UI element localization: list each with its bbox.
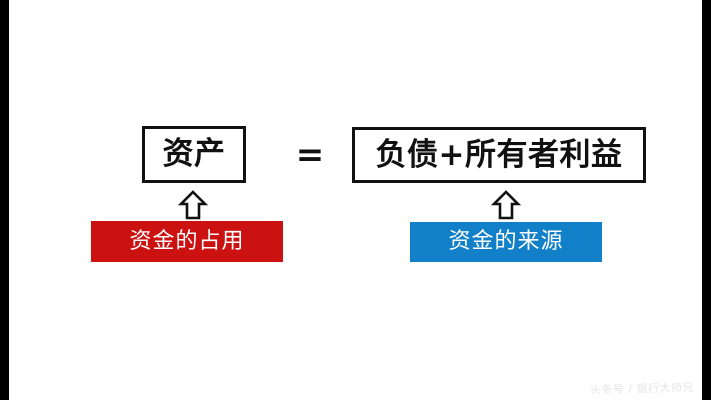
watermark: 头条号 / 银行大师兄: [589, 381, 694, 397]
up-arrow-icon: [491, 190, 521, 220]
up-arrow-icon: [178, 190, 208, 220]
assets-term-box: 资产: [142, 126, 246, 183]
slide-canvas: 资产 = 负债+所有者利益 资金的占用 资金的来源 头条号 / 银行大师兄: [9, 0, 702, 400]
liabilities-plus-owners-equity-term-box: 负债+所有者利益: [352, 127, 646, 183]
funds-occupation-caption-box: 资金的占用: [91, 221, 283, 262]
funds-source-caption-box: 资金的来源: [410, 222, 602, 262]
equals-sign: =: [295, 135, 325, 175]
